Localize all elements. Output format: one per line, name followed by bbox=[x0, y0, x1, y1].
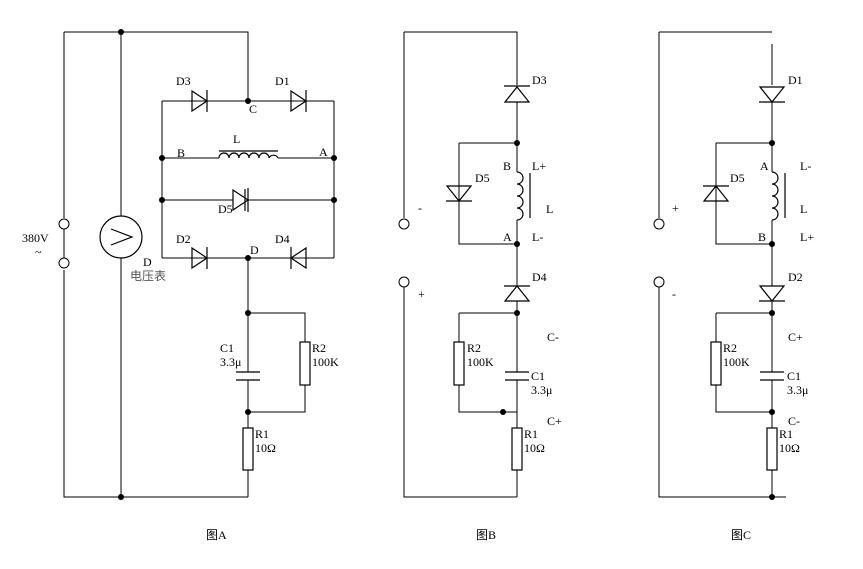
diode-d5-symbol bbox=[232, 188, 250, 212]
terminal-plus bbox=[398, 276, 410, 288]
node-a-label: A bbox=[503, 230, 512, 244]
resistor-r1-name: R1 bbox=[255, 427, 269, 441]
node-c-label: C bbox=[249, 102, 257, 116]
terminal-plus-label: + bbox=[672, 201, 679, 215]
resistor-r1-symbol bbox=[242, 427, 254, 471]
diode-d2-symbol bbox=[758, 285, 786, 302]
resistor-r2-name: R2 bbox=[312, 341, 326, 355]
diode-d3-label: D3 bbox=[532, 73, 547, 87]
diode-d5-symbol bbox=[702, 185, 730, 202]
diode-d1-label: D1 bbox=[275, 74, 290, 88]
terminal-minus bbox=[653, 276, 665, 288]
resistor-r1-name: R1 bbox=[524, 427, 538, 441]
voltmeter-v-icon bbox=[110, 228, 134, 246]
inductor-l-symbol bbox=[218, 152, 279, 159]
resistor-r1-value: 10Ω bbox=[524, 441, 545, 455]
resistor-r1-value: 10Ω bbox=[255, 441, 276, 455]
capacitor-c1-name: C1 bbox=[787, 369, 801, 383]
diode-d4-symbol bbox=[503, 285, 531, 302]
resistor-r2-name: R2 bbox=[467, 341, 481, 355]
c-minus-label: C- bbox=[547, 330, 559, 344]
c-minus-label: C- bbox=[788, 414, 800, 428]
inductor-l-symbol bbox=[516, 171, 524, 221]
resistor-r1-symbol bbox=[511, 427, 523, 471]
resistor-r1-name: R1 bbox=[779, 427, 793, 441]
c-plus-label: C+ bbox=[547, 414, 562, 428]
inductor-l-label: L bbox=[546, 202, 553, 216]
capacitor-c1-symbol bbox=[236, 371, 260, 381]
node-d-label: D bbox=[250, 243, 259, 257]
capacitor-c1-symbol bbox=[760, 371, 784, 381]
node-a-label: A bbox=[760, 159, 769, 173]
diode-d2-label: D2 bbox=[788, 270, 803, 284]
meter-node-label: D bbox=[143, 255, 152, 269]
terminal-minus bbox=[398, 218, 410, 230]
diode-d2-label: D2 bbox=[176, 232, 191, 246]
inductor-l-symbol bbox=[771, 171, 779, 221]
node-b-label: B bbox=[758, 230, 766, 244]
figure-b-caption: 图B bbox=[476, 528, 496, 542]
source-terminal-top bbox=[58, 218, 70, 230]
resistor-r1-symbol bbox=[766, 427, 778, 471]
c-plus-label: C+ bbox=[788, 330, 803, 344]
capacitor-c1-value: 3.3μ bbox=[220, 355, 241, 369]
diode-d3-symbol bbox=[191, 89, 209, 113]
figure-c-caption: 图C bbox=[731, 528, 751, 542]
resistor-r2-value: 100K bbox=[723, 355, 750, 369]
diode-d4-label: D4 bbox=[275, 232, 290, 246]
capacitor-c1-value: 3.3μ bbox=[531, 383, 552, 397]
diode-d1-label: D1 bbox=[788, 73, 803, 87]
inductor-l-label: L bbox=[800, 202, 807, 216]
inductor-plus-label: L+ bbox=[800, 230, 814, 244]
diode-d5-label: D5 bbox=[475, 171, 490, 185]
diode-d3-symbol bbox=[503, 85, 531, 103]
diode-d1-symbol bbox=[290, 89, 308, 113]
resistor-r1-value: 10Ω bbox=[779, 441, 800, 455]
figure-a-caption: 图A bbox=[206, 528, 227, 542]
capacitor-c1-name: C1 bbox=[531, 369, 545, 383]
diode-d5-label: D5 bbox=[730, 171, 745, 185]
source-ac-label: ~ bbox=[35, 245, 42, 259]
inductor-plus-label: L+ bbox=[532, 159, 546, 173]
diode-d4-symbol bbox=[289, 246, 307, 270]
inductor-minus-label: L- bbox=[800, 159, 811, 173]
terminal-minus-label: - bbox=[418, 201, 422, 215]
resistor-r2-value: 100K bbox=[312, 355, 339, 369]
figure-c: + - D1 A L- D5 L B L+ D2 C+ R2 100K C1 3… bbox=[653, 31, 814, 542]
diode-d5-symbol bbox=[445, 185, 473, 202]
node-b-label: B bbox=[177, 146, 185, 160]
terminal-minus-label: - bbox=[672, 287, 676, 301]
terminal-plus bbox=[653, 218, 665, 230]
resistor-r2-symbol bbox=[299, 341, 311, 386]
capacitor-c1-value: 3.3μ bbox=[787, 383, 808, 397]
source-terminal-bottom bbox=[58, 257, 70, 269]
resistor-r2-value: 100K bbox=[467, 355, 494, 369]
source-voltage-label: 380V bbox=[22, 231, 49, 245]
diode-d3-label: D3 bbox=[176, 74, 191, 88]
inductor-l-label: L bbox=[233, 132, 240, 146]
figure-b: - + D3 B L+ D5 L A L- D4 C- R2 100K C1 3… bbox=[398, 31, 562, 542]
voltmeter bbox=[99, 215, 143, 259]
diode-d2-symbol bbox=[191, 246, 209, 270]
node-b-label: B bbox=[503, 159, 511, 173]
terminal-plus-label: + bbox=[418, 287, 425, 301]
figure-a: 380V ~ D 电压表 D3 D1 C B L A D5 D2 D D4 C1… bbox=[22, 29, 339, 542]
diode-d1-symbol bbox=[758, 86, 786, 103]
resistor-r2-symbol bbox=[453, 341, 465, 386]
resistor-r2-symbol bbox=[710, 341, 722, 386]
capacitor-c1-name: C1 bbox=[220, 341, 234, 355]
diode-d4-label: D4 bbox=[532, 270, 547, 284]
voltmeter-label: 电压表 bbox=[130, 269, 166, 283]
resistor-r2-name: R2 bbox=[723, 341, 737, 355]
capacitor-c1-symbol bbox=[505, 371, 529, 381]
diode-d5-label: D5 bbox=[218, 202, 233, 216]
inductor-minus-label: L- bbox=[532, 230, 543, 244]
node-a-label: A bbox=[319, 145, 328, 159]
